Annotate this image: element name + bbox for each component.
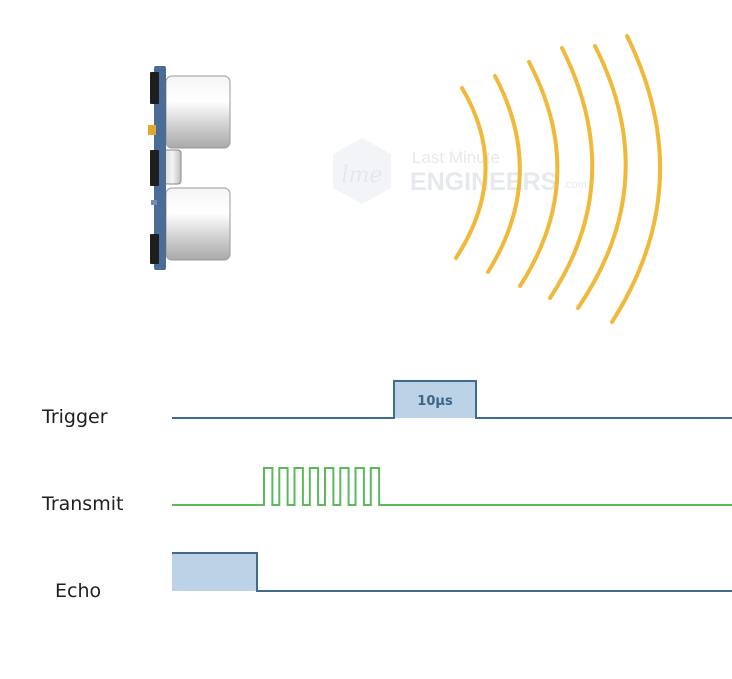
trigger-waveform <box>172 380 732 419</box>
wave-arc-1 <box>454 86 488 260</box>
watermark-line1: Last Minute <box>412 148 500 167</box>
receiver-can <box>165 187 231 261</box>
component-bottom <box>150 234 159 264</box>
wave-arc-3 <box>518 60 560 288</box>
gold-pad <box>148 125 156 135</box>
component-mid <box>150 150 159 186</box>
transmit-signal <box>172 467 732 506</box>
echo-waveform <box>172 552 732 592</box>
ultrasonic-sensor-icon <box>148 66 231 270</box>
small-pad <box>151 200 157 205</box>
pcb-board <box>154 66 166 270</box>
wave-arc-6 <box>610 34 663 324</box>
trigger-pulse-label: 10µs <box>417 394 453 409</box>
watermark-logo-icon <box>333 138 391 204</box>
trigger-signal: 10µs <box>172 380 732 419</box>
trigger-pulse-fill <box>394 381 476 418</box>
echo-label: Echo <box>55 580 101 602</box>
transmit-waveform <box>172 467 732 506</box>
echo-pulse-fill <box>172 553 257 591</box>
trigger-label: Trigger <box>41 406 108 428</box>
wave-arc-2 <box>486 74 522 274</box>
watermark: lme Last Minute ENGINEERS .com <box>333 138 587 204</box>
wave-arc-5 <box>576 44 628 310</box>
transmitter-can <box>165 75 231 149</box>
wave-arc-4 <box>548 46 595 300</box>
component-top <box>150 72 159 104</box>
sound-wave-icon <box>454 34 663 324</box>
transmit-label: Transmit <box>41 493 123 515</box>
echo-signal <box>172 552 732 592</box>
watermark-suffix: .com <box>563 179 587 191</box>
watermark-logo-text: lme <box>342 163 383 188</box>
crystal <box>163 149 182 185</box>
